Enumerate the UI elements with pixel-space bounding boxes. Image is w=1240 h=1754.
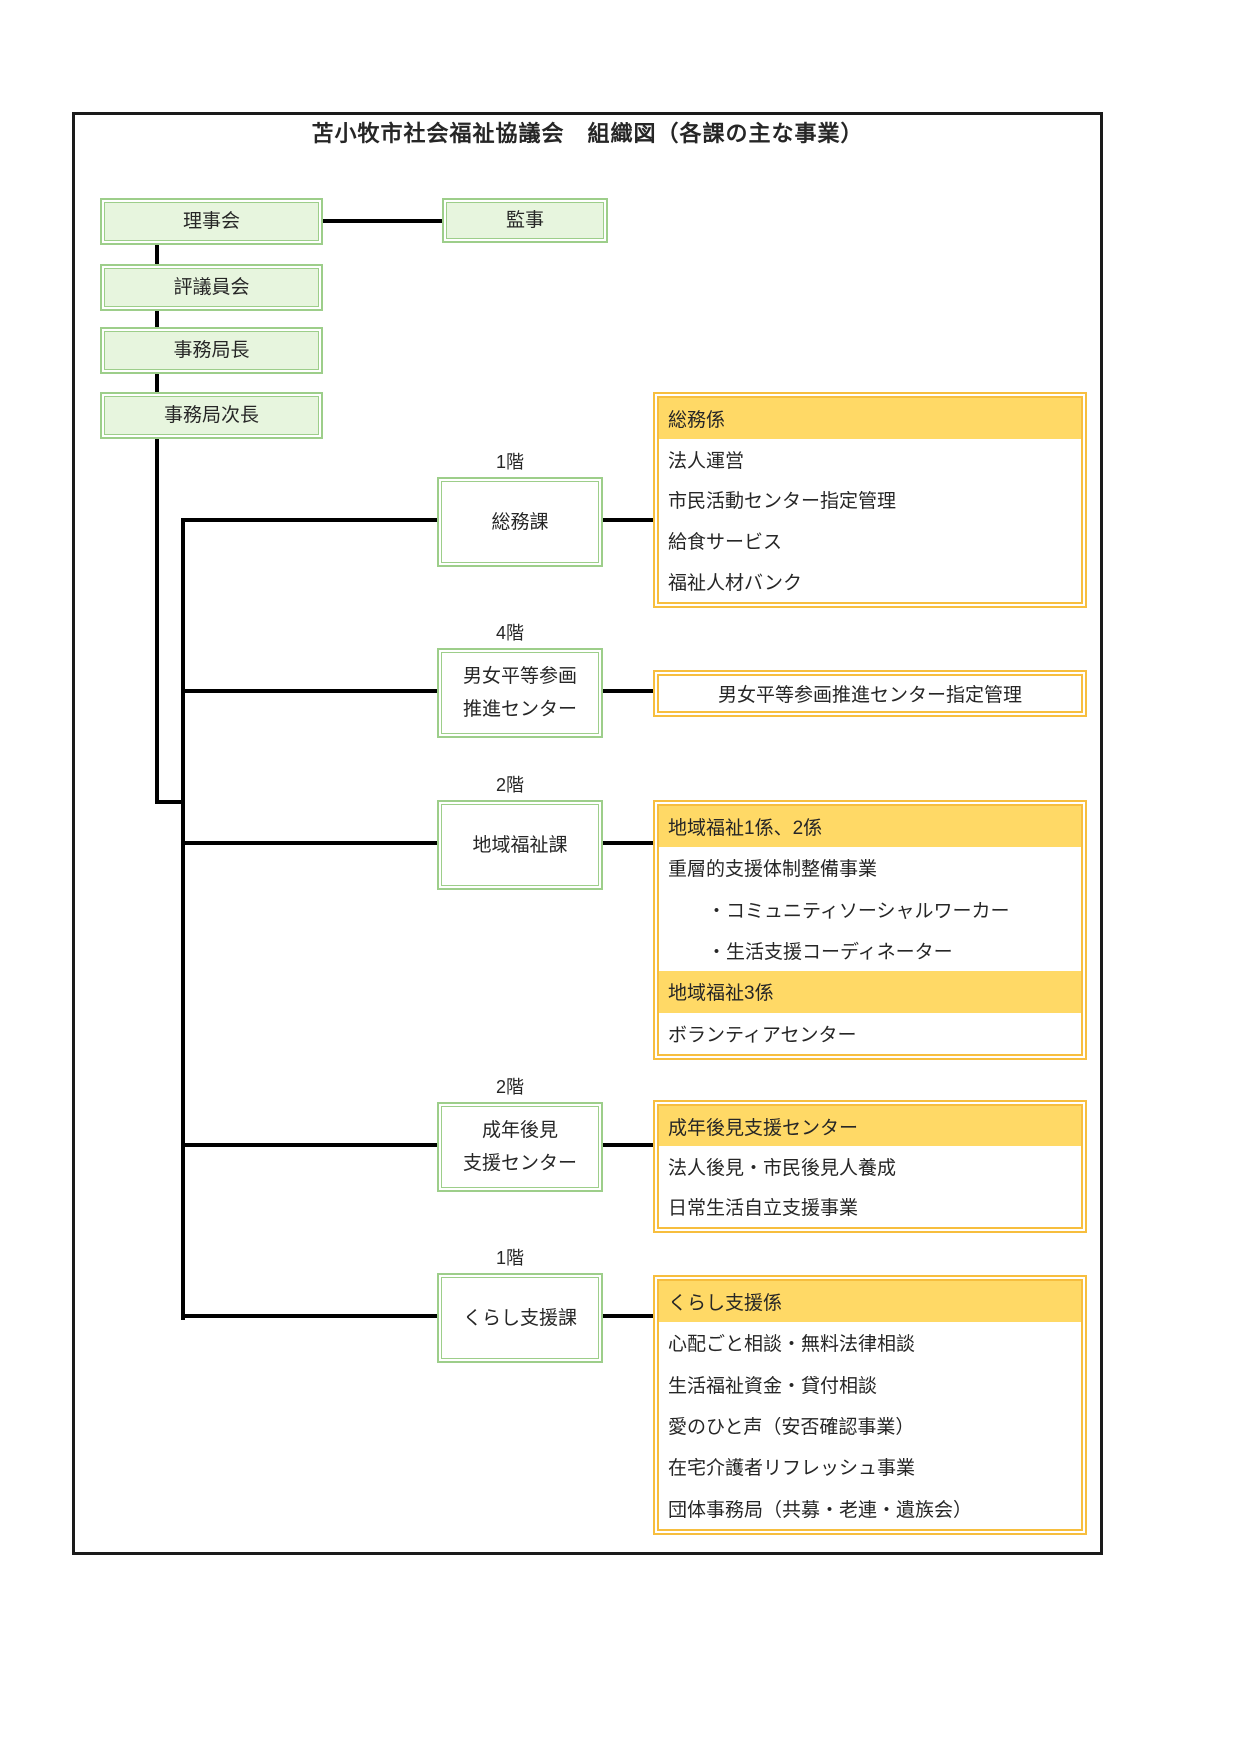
- detail-section-header: 総務係: [659, 398, 1081, 439]
- org-box-secretary-general: 事務局長: [100, 327, 323, 374]
- dept-box-seinen-koken-center: 成年後見 支援センター: [437, 1102, 603, 1192]
- dept-box-soumu-ka: 総務課: [437, 477, 603, 567]
- diagram-title: 苫小牧市社会福祉協議会 組織図（各課の主な事業）: [311, 121, 864, 146]
- connector-board-auditor: [323, 219, 442, 223]
- detail-row: 日常生活自立支援事業: [668, 1198, 859, 1220]
- org-box-deputy-secretary-general-label: 事務局次長: [104, 396, 319, 435]
- detail-box-soumu: 総務係法人運営市民活動センター指定管理給食サービス福祉人材バンク: [653, 392, 1087, 608]
- detail-row: ・コミュニティソーシャルワーカー: [707, 900, 1010, 922]
- detail-section-header: 地域福祉1係、2係: [659, 806, 1081, 848]
- floor-label-kurashi: 1階: [495, 1248, 524, 1268]
- detail-box-kurashi: くらし支援係心配ごと相談・無料法律相談生活福祉資金・貸付相談愛のひと声（安否確認…: [653, 1275, 1087, 1535]
- detail-section-header: くらし支援係: [659, 1281, 1081, 1323]
- dept-box-soumu-ka-label: 総務課: [441, 481, 599, 563]
- branch-danjo: [185, 689, 437, 693]
- page-frame: [72, 112, 1103, 1555]
- dept-box-chiiki-fukushi-ka-label: 地域福祉課: [441, 804, 599, 886]
- connector-soumu-detail: [603, 518, 653, 522]
- org-box-auditor-label: 監事: [446, 202, 604, 239]
- floor-label-danjo: 4階: [495, 623, 524, 643]
- detail-row: 団体事務局（共募・老連・遺族会）: [668, 1499, 973, 1521]
- detail-row: 法人後見・市民後見人養成: [668, 1157, 897, 1179]
- org-box-board: 理事会: [100, 198, 323, 245]
- detail-row: 法人運営: [668, 450, 745, 472]
- branch-kurashi: [185, 1314, 437, 1318]
- detail-row: 男女平等参画推進センター指定管理: [717, 685, 1022, 706]
- detail-row: 在宅介護者リフレッシュ事業: [668, 1458, 916, 1480]
- detail-row: 愛のひと声（安否確認事業）: [668, 1417, 915, 1439]
- detail-row: ボランティアセンター: [668, 1024, 857, 1046]
- floor-label-chiiki: 2階: [495, 775, 524, 795]
- detail-box-danjo: 男女平等参画推進センター指定管理: [653, 670, 1087, 717]
- dept-box-danjo-center: 男女平等参画 推進センター: [437, 648, 603, 738]
- dept-box-kurashi-shien-ka: くらし支援課: [437, 1273, 603, 1363]
- dept-box-danjo-center-label: 男女平等参画 推進センター: [441, 652, 599, 734]
- trunk-elbow: [155, 800, 185, 804]
- dept-box-chiiki-fukushi-ka: 地域福祉課: [437, 800, 603, 890]
- branch-chiiki: [185, 841, 437, 845]
- connector-board-council: [155, 245, 159, 264]
- trunk-departments: [181, 518, 185, 1320]
- detail-box-chiiki: 地域福祉1係、2係重層的支援体制整備事業・コミュニティソーシャルワーカー・生活支…: [653, 800, 1087, 1060]
- org-box-secretary-general-label: 事務局長: [104, 331, 319, 370]
- connector-secretary-deputy: [155, 374, 159, 392]
- dept-box-seinen-koken-center-label: 成年後見 支援センター: [441, 1106, 599, 1188]
- connector-kurashi-detail: [603, 1314, 653, 1318]
- detail-row: 心配ごと相談・無料法律相談: [668, 1334, 916, 1356]
- floor-label-seinen: 2階: [495, 1077, 524, 1097]
- detail-section-header: 地域福祉3係: [659, 971, 1081, 1013]
- connector-seinen-detail: [603, 1143, 653, 1147]
- connector-chiiki-detail: [603, 841, 653, 845]
- branch-soumu: [185, 518, 437, 522]
- detail-row: ・生活支援コーディネーター: [707, 942, 953, 964]
- trunk-deputy-down: [155, 439, 159, 804]
- detail-box-seinen: 成年後見支援センター法人後見・市民後見人養成日常生活自立支援事業: [653, 1100, 1087, 1233]
- detail-row: 市民活動センター指定管理: [668, 491, 897, 513]
- org-box-council-label: 評議員会: [104, 268, 319, 307]
- detail-section-header: 成年後見支援センター: [659, 1106, 1081, 1147]
- detail-row: 生活福祉資金・貸付相談: [668, 1375, 878, 1397]
- org-box-auditor: 監事: [442, 198, 608, 243]
- connector-danjo-detail: [603, 689, 653, 693]
- branch-seinen: [185, 1143, 437, 1147]
- detail-row: 重層的支援体制整備事業: [668, 859, 878, 881]
- detail-row: 給食サービス: [668, 532, 783, 554]
- floor-label-soumu: 1階: [495, 452, 524, 472]
- org-box-deputy-secretary-general: 事務局次長: [100, 392, 323, 439]
- org-box-council: 評議員会: [100, 264, 323, 311]
- detail-row: 福祉人材バンク: [668, 573, 802, 595]
- connector-council-secretary: [155, 311, 159, 327]
- org-box-board-label: 理事会: [104, 202, 319, 241]
- dept-box-kurashi-shien-ka-label: くらし支援課: [441, 1277, 599, 1359]
